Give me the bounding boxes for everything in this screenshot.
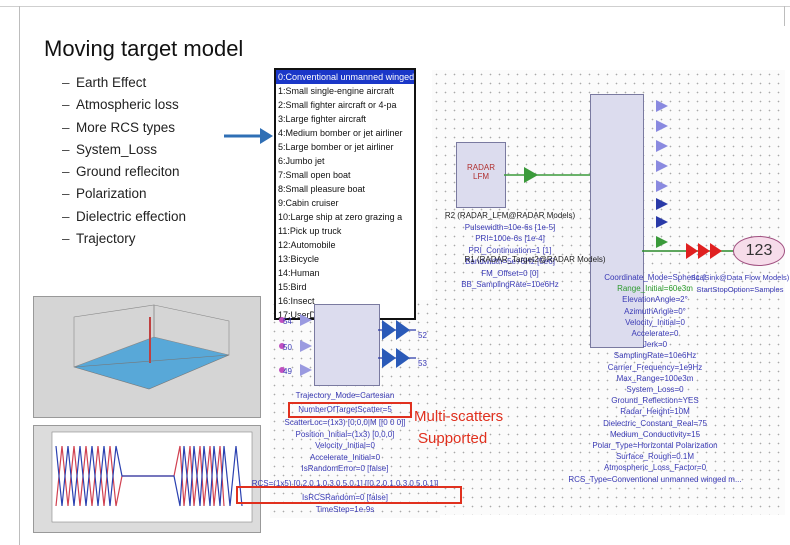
sink-params: S1 (Sink@Data Flow Models) StartStopOpti… xyxy=(690,273,790,294)
dropdown-option[interactable]: 15:Bird xyxy=(278,282,307,292)
dropdown-option[interactable]: 9:Cabin cruiser xyxy=(278,198,339,208)
target-output-ports xyxy=(656,100,668,248)
rcs-highlight xyxy=(236,486,462,504)
dropdown-option[interactable]: 0:Conventional unmanned winged missile xyxy=(276,70,414,84)
dropdown-option[interactable]: 7:Small open boat xyxy=(278,170,351,180)
multi-scatter-callout: Multi-scatters Supported xyxy=(414,408,504,447)
radar-lfm-params: R2 (RADAR_LFM@RADAR Models) Pulsewidth=1… xyxy=(444,211,576,289)
slide-title: Moving target model xyxy=(44,36,244,61)
dropdown-option[interactable]: 13:Bicycle xyxy=(278,254,320,264)
scatter-count-highlight xyxy=(288,402,412,418)
dropdown-option[interactable]: 17:UserDefined xyxy=(278,310,341,320)
numeric-sink[interactable]: 123 xyxy=(733,236,785,266)
trajectory-output-ports xyxy=(378,320,416,368)
trajectory-params: Trajectory_Mode=Cartesian NumberOfTarget… xyxy=(251,391,439,514)
list-item: –Trajectory xyxy=(62,231,136,247)
right-border-tick xyxy=(784,6,785,26)
trajectory-block[interactable] xyxy=(314,304,380,386)
dropdown-option[interactable]: 3:Large fighter aircraft xyxy=(278,114,367,124)
surface-plot-graphic xyxy=(34,297,260,417)
rcs-type-dropdown[interactable]: 0:Conventional unmanned winged missile 1… xyxy=(274,68,416,320)
dropdown-option[interactable]: 4:Medium bomber or jet airliner xyxy=(278,128,403,138)
top-border xyxy=(0,6,790,7)
dropdown-option[interactable]: 14:Human xyxy=(278,268,320,278)
feature-list: –Earth Effect –Atmospheric loss –More RC… xyxy=(62,72,186,250)
port-label: 50 xyxy=(283,343,292,352)
list-item: –System_Loss xyxy=(62,141,158,157)
trajectory-input-ports xyxy=(279,314,312,376)
dropdown-option[interactable]: 16:Insect xyxy=(278,296,315,306)
target-to-sink-wire xyxy=(642,243,734,259)
radar-lfm-label: RADAR LFM xyxy=(466,163,495,181)
list-item: –Dielectric effection xyxy=(62,208,187,224)
radar-target-block[interactable] xyxy=(590,94,644,348)
list-item: –Earth Effect xyxy=(62,75,147,90)
radar-lfm-block[interactable]: RADAR LFM xyxy=(456,142,506,208)
dropdown-option[interactable]: 5:Large bomber or jet airliner xyxy=(278,142,394,152)
dropdown-option[interactable]: 8:Small pleasure boat xyxy=(278,184,366,194)
lfm-to-target-wire xyxy=(504,167,590,183)
list-item: –Ground refleciton xyxy=(62,164,180,180)
dropdown-option[interactable]: 6:Jumbo jet xyxy=(278,156,325,166)
list-item: –Polarization xyxy=(62,186,147,202)
port-label: 54 xyxy=(283,317,292,326)
port-label: 53 xyxy=(418,359,427,368)
pointer-arrow-icon xyxy=(224,128,273,144)
rcs-3d-surface-plot xyxy=(33,296,261,418)
dropdown-option[interactable]: 11:Pick up truck xyxy=(278,226,342,236)
dropdown-option[interactable]: 1:Small single-engine aircraft xyxy=(278,86,395,96)
port-label: 49 xyxy=(283,367,292,376)
waveform-plot xyxy=(33,425,261,533)
port-label: 52 xyxy=(418,331,427,340)
waveform-graphic xyxy=(51,431,253,523)
radar-target-params: R1 (RADAR_Target2@RADAR Models) Coordina… xyxy=(464,255,742,484)
left-border xyxy=(19,6,20,545)
dropdown-option[interactable]: 2:Small fighter aircraft or 4-pa xyxy=(278,100,397,110)
list-item: –Atmospheric loss xyxy=(62,97,179,113)
dropdown-option[interactable]: 12:Automobile xyxy=(278,240,336,250)
dropdown-option[interactable]: 10:Large ship at zero grazing a xyxy=(278,212,403,222)
list-item: –More RCS types xyxy=(62,119,176,135)
